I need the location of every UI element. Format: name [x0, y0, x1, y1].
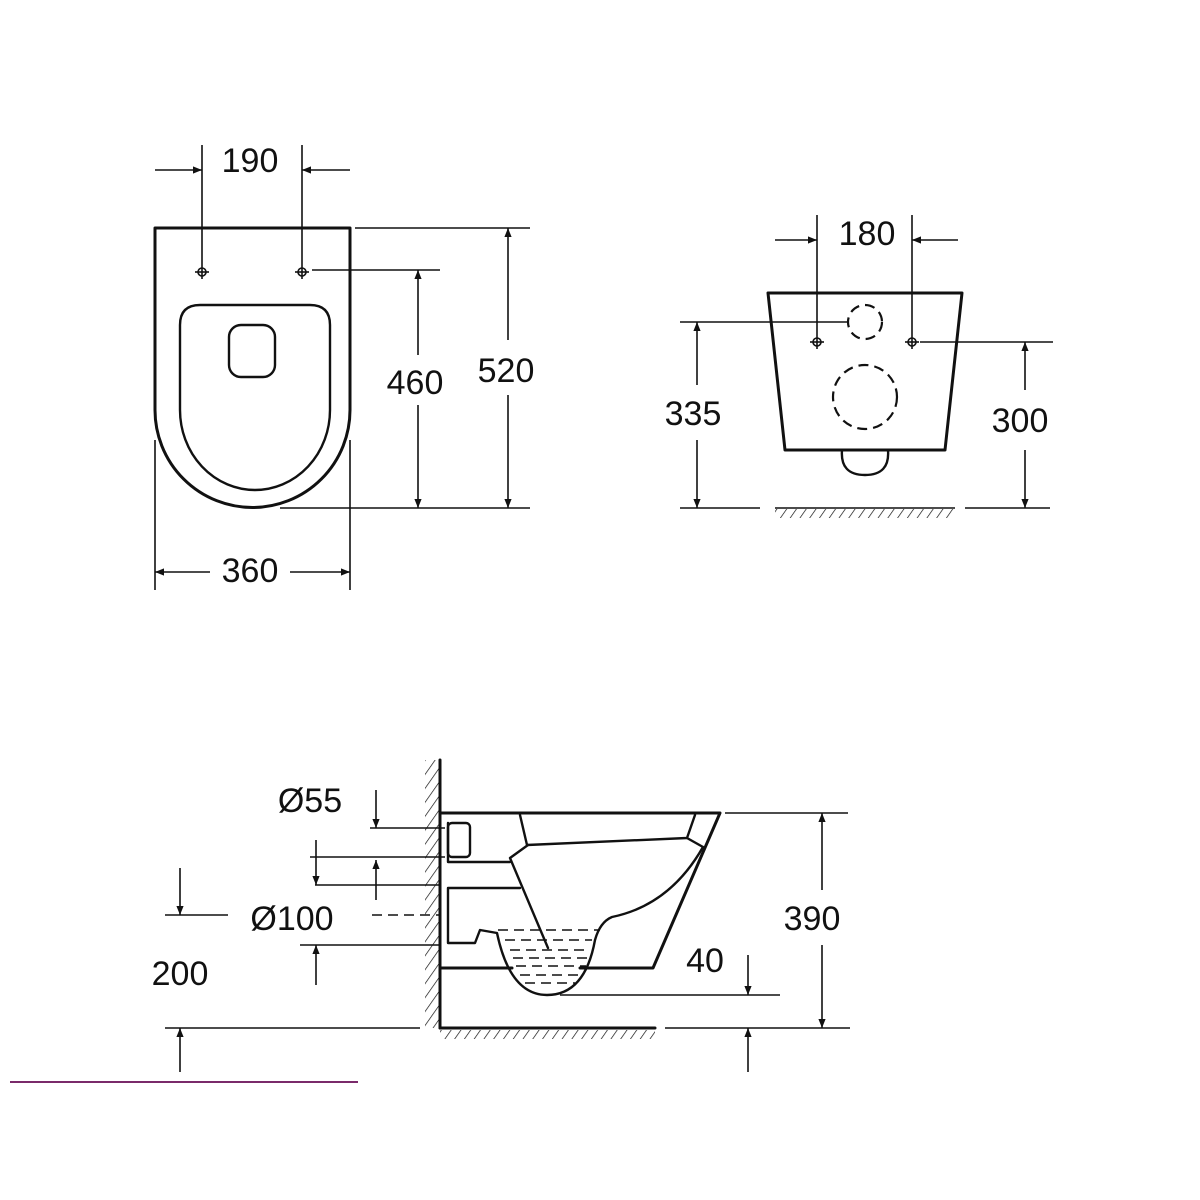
seat-lid — [178, 303, 332, 492]
fixing-hole-icon — [810, 335, 824, 349]
rear-view: 180 335 300 — [665, 215, 1053, 518]
wall-hatch — [425, 760, 439, 1028]
dim-460: 460 — [387, 364, 444, 402]
dim-200: 200 — [152, 955, 209, 993]
front-view: 190 460 520 360 — [153, 142, 535, 590]
dim-520: 520 — [478, 352, 535, 390]
pan-outline — [438, 811, 722, 970]
dim-180: 180 — [839, 215, 896, 253]
fixing-hole-icon — [905, 335, 919, 349]
floor-hatch — [440, 1030, 655, 1039]
floor-hatch — [775, 509, 955, 518]
dim-335: 335 — [665, 395, 722, 433]
dim-outlet-diameter: Ø100 — [250, 900, 333, 938]
outlet-circle — [831, 363, 899, 431]
dim-190: 190 — [222, 142, 279, 180]
inlet-circle — [846, 303, 884, 341]
seat-opening — [227, 323, 277, 379]
side-view: 390 40 Ø55 Ø100 200 — [152, 758, 850, 1072]
seat-outline — [153, 226, 352, 509]
inlet-connector — [446, 821, 472, 859]
dim-390: 390 — [784, 900, 841, 938]
dim-40: 40 — [686, 942, 724, 980]
fixing-hole-icon — [295, 265, 309, 279]
dim-300: 300 — [992, 402, 1049, 440]
dim-360: 360 — [222, 552, 279, 590]
fixing-hole-icon — [195, 265, 209, 279]
dim-inlet-diameter: Ø55 — [278, 782, 342, 820]
rear-outline — [766, 291, 964, 452]
